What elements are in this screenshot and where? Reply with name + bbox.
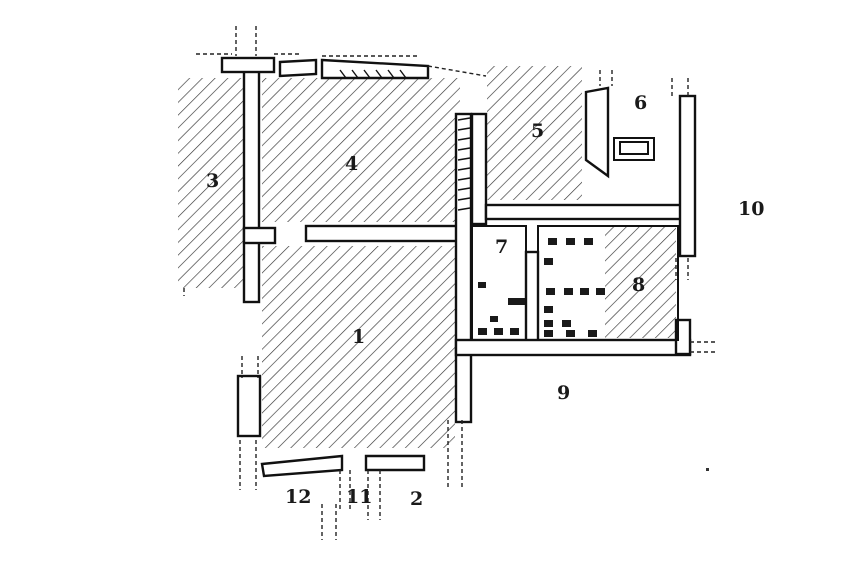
speck — [706, 468, 709, 471]
wall-west-fragment — [236, 374, 262, 438]
room-6-basin-inner — [619, 141, 649, 155]
wall-south-5-6 — [484, 203, 696, 221]
hatched-area-room-4 — [262, 78, 460, 222]
hatched-area-room-5 — [487, 66, 582, 200]
wall-south-fragment-12 — [260, 454, 344, 478]
room-6-basin — [613, 137, 655, 161]
wall-east-4-column — [470, 112, 488, 226]
wall-6-west-fragment — [584, 86, 610, 179]
wall-south-7-8 — [454, 338, 692, 357]
hatched-areas — [178, 66, 676, 448]
wall-east-6 — [678, 94, 697, 258]
hatched-area-room-8 — [605, 226, 676, 338]
room-label-8: 8 — [632, 274, 646, 296]
hatched-area-room-1 — [262, 246, 455, 448]
room-label-6: 6 — [634, 92, 648, 114]
room-label-1: 1 — [352, 326, 366, 348]
room-label-7: 7 — [495, 236, 509, 258]
stair-steps — [339, 69, 471, 211]
hatched-area-room-3 — [178, 78, 243, 288]
room-label-9: 9 — [557, 382, 571, 404]
room-8-outline — [537, 225, 679, 341]
room-label-10: 10 — [738, 198, 765, 220]
wall-4-1 — [304, 224, 460, 243]
room-label-5: 5 — [531, 120, 545, 142]
wall-7-partition — [524, 250, 540, 344]
wall-east-8 — [674, 318, 692, 356]
room-7-outline — [471, 225, 527, 341]
room-label-3: 3 — [206, 170, 220, 192]
dashed-lines — [183, 26, 718, 540]
wall-north-fragment — [278, 58, 318, 78]
room-label-11: 11 — [346, 486, 373, 508]
wall-top-cap — [220, 56, 276, 74]
pillar-bases — [478, 238, 605, 337]
wall-3-stub — [242, 226, 277, 245]
wall-south-fragment-2 — [364, 454, 426, 472]
walls — [220, 56, 697, 478]
room-label-12: 12 — [285, 486, 312, 508]
wall-3-4 — [242, 60, 261, 304]
room-outlines — [471, 137, 679, 341]
room-label-4: 4 — [345, 153, 359, 175]
wall-north-fragment-2 — [320, 58, 430, 80]
room-label-2: 2 — [410, 488, 424, 510]
